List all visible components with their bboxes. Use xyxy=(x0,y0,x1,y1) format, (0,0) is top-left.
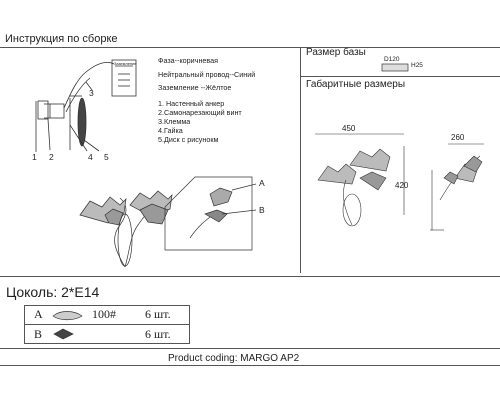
legend-item: 2.Самонарезающий винт xyxy=(158,108,242,117)
legend-item: 3.Клемма xyxy=(158,117,191,126)
overall-dims-title: Габаритные размеры xyxy=(306,79,406,90)
part-qty: 6 шт. xyxy=(145,327,171,341)
terminal-icon xyxy=(111,59,137,97)
part-code: 100# xyxy=(92,307,116,321)
callout-3: 3 xyxy=(89,88,94,98)
socket-label: Цоколь: 2*Е14 xyxy=(6,284,100,300)
crystal-icon xyxy=(53,328,74,340)
legend-item: 1. Настенный анкер xyxy=(158,99,225,108)
product-code: Product coding: MARGO AP2 xyxy=(168,353,300,364)
dimension-side xyxy=(430,143,484,231)
wiring-neutral: Нейтральный провод--Синий xyxy=(158,70,256,79)
bottom-divider xyxy=(0,276,500,277)
dimension-front xyxy=(315,133,405,227)
base-drawing xyxy=(381,63,409,72)
detail-sketch xyxy=(164,176,257,251)
wall-anchor-icon xyxy=(37,100,49,120)
parts-table-divider xyxy=(24,324,190,325)
part-qty: 6 шт. xyxy=(145,307,171,321)
dim-height: 420 xyxy=(395,181,409,190)
legend-list: 1. Настенный анкер 2.Самонарезающий винт… xyxy=(158,99,242,144)
callout-b: B xyxy=(259,205,265,215)
callout-1: 1 xyxy=(32,152,37,162)
legend-item: 4.Гайка xyxy=(158,126,183,135)
glass-shade-icon xyxy=(52,311,83,321)
dim-width: 450 xyxy=(342,124,356,133)
wiring-ground: Заземление --Жёлтое xyxy=(158,83,232,92)
base-height: H25 xyxy=(411,62,423,69)
page-title: Инструкция по сборке xyxy=(5,33,118,45)
terminal-label: Заземление xyxy=(114,61,137,66)
column-divider xyxy=(300,47,301,273)
callout-a: A xyxy=(259,178,265,188)
part-row-b: B 6 шт. xyxy=(24,327,190,344)
callout-4: 4 xyxy=(88,152,93,162)
part-letter: B xyxy=(34,327,43,341)
wiring-phase: Фаза--коричневая xyxy=(158,56,219,65)
top-divider xyxy=(0,47,500,48)
part-row-a: A 100# 6 шт. xyxy=(24,307,190,324)
footer-bottom-divider xyxy=(0,365,500,366)
part-letter: A xyxy=(34,307,43,321)
lamp-sketch xyxy=(79,190,173,268)
base-size-title: Размер базы xyxy=(306,47,366,58)
legend-item: 5.Диск с рисунокм xyxy=(158,135,219,144)
part-icons xyxy=(52,311,83,340)
decor-disk-icon xyxy=(77,97,87,147)
callout-5: 5 xyxy=(104,152,109,162)
footer-divider xyxy=(0,348,500,349)
dim-depth: 260 xyxy=(451,133,465,142)
callout-2: 2 xyxy=(49,152,54,162)
right-top-divider xyxy=(300,76,500,77)
base-diameter: D120 xyxy=(384,56,400,63)
